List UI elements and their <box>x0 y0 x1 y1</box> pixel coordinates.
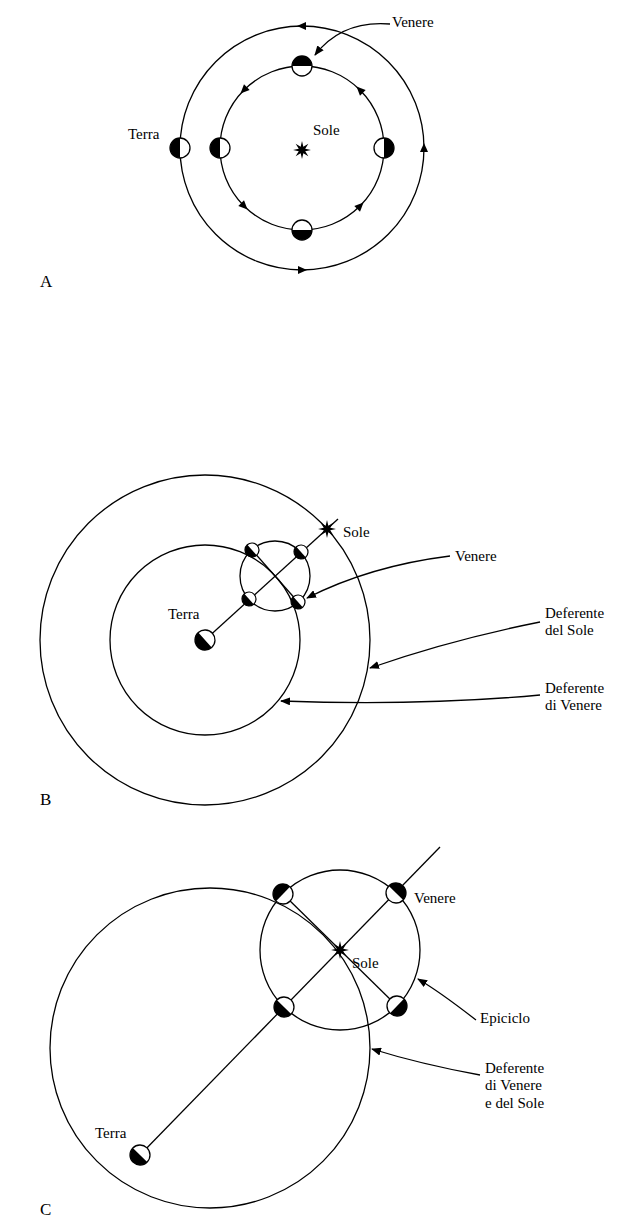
venus-symbol <box>292 220 312 240</box>
body-label: Terra <box>128 126 159 143</box>
earth-orbit <box>180 26 424 270</box>
sun-symbol <box>318 520 336 538</box>
callout-label: Deferente del Sole <box>545 605 611 640</box>
panel-c-drawing <box>50 847 480 1208</box>
venus-symbol <box>292 56 312 76</box>
epicycle-line <box>283 894 397 1006</box>
earth-symbol <box>191 626 219 654</box>
leader-line <box>372 1049 480 1075</box>
venus-orbit <box>220 66 384 230</box>
earth-symbol <box>126 1141 154 1169</box>
venus-deferent <box>110 545 300 735</box>
venus-epicycle <box>240 541 310 611</box>
leader-line <box>370 622 540 668</box>
callout-label: Deferente di Venere <box>545 680 611 715</box>
leader-line <box>315 24 390 55</box>
body-label: Sole <box>343 524 370 541</box>
sun-deferent <box>40 475 370 805</box>
venus-symbol <box>210 138 230 158</box>
callout-label: Epiciclo <box>480 1010 530 1027</box>
venus-symbol <box>291 542 311 562</box>
body-label: Venere <box>455 548 497 565</box>
panel-letter: C <box>40 1200 51 1220</box>
venus-symbol <box>288 592 308 612</box>
callout-label: Deferente di Venere e del Sole <box>485 1060 551 1112</box>
planets-a <box>170 56 394 240</box>
body-label: Terra <box>168 606 199 623</box>
sun-symbol <box>331 941 349 959</box>
orbit-arrows <box>238 22 428 274</box>
epicycle-line <box>252 550 298 602</box>
body-label: Venere <box>414 890 456 907</box>
earth-symbol <box>170 138 190 158</box>
panel-letter: B <box>40 790 51 810</box>
planets-b <box>191 520 336 654</box>
panel-b-drawing <box>40 475 540 805</box>
leader-line <box>281 695 540 703</box>
venus-symbol <box>382 879 410 907</box>
alignment-line <box>205 519 338 640</box>
venus-symbol <box>269 880 297 908</box>
venus-symbol <box>383 992 411 1020</box>
leader-line <box>307 556 450 598</box>
alignment-line <box>140 847 440 1155</box>
body-label: Sole <box>352 955 379 972</box>
sun-symbol <box>293 141 311 159</box>
venus-symbol <box>374 138 394 158</box>
venus-symbol <box>239 589 259 609</box>
body-label: Terra <box>95 1125 126 1142</box>
epicycle <box>260 870 420 1030</box>
body-label: Venere <box>392 14 434 31</box>
planets-c <box>126 879 411 1169</box>
panel-a-drawing <box>180 24 424 270</box>
body-label: Sole <box>313 122 340 139</box>
venus-symbol <box>270 993 298 1021</box>
venus-sun-deferent <box>50 888 370 1208</box>
panel-letter: A <box>40 272 52 292</box>
leader-line <box>418 979 476 1020</box>
venus-symbol <box>242 540 262 560</box>
